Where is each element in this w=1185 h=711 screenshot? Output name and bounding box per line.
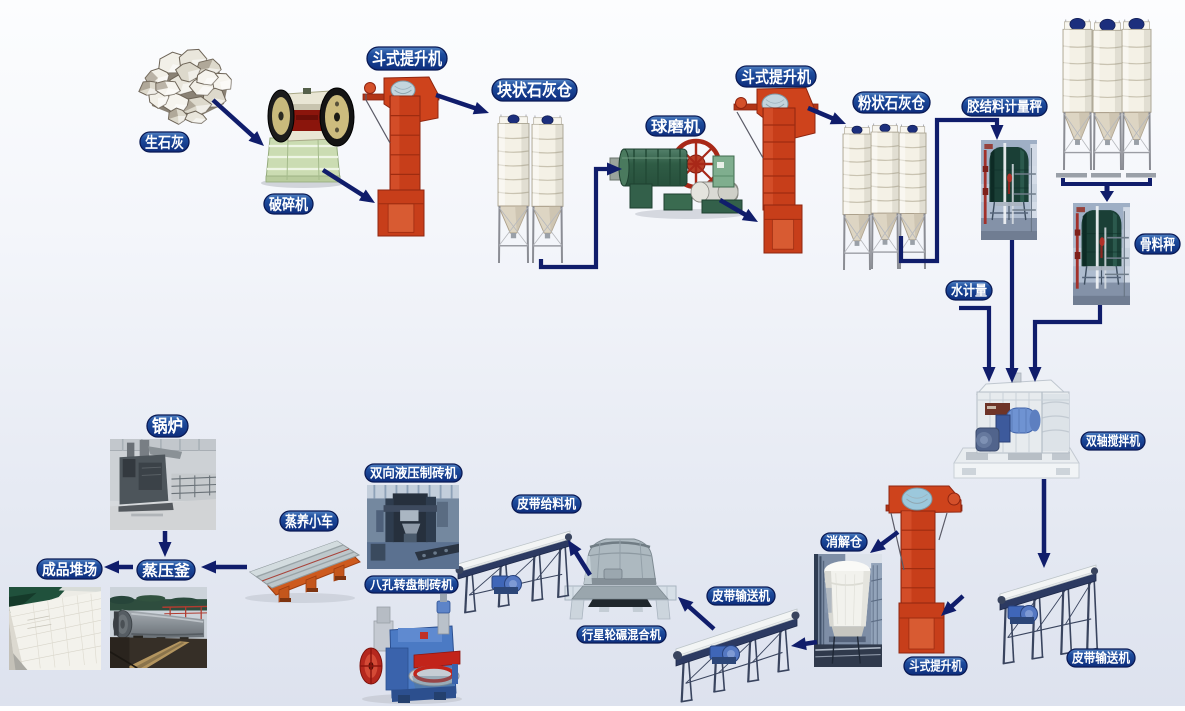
svg-text:蒸压釜: 蒸压釜 — [142, 561, 191, 579]
svg-text:斗式提升机: 斗式提升机 — [372, 49, 442, 69]
svg-text:水计量: 水计量 — [951, 283, 987, 299]
svg-text:生石灰: 生石灰 — [145, 133, 184, 151]
svg-text:粉状石灰仓: 粉状石灰仓 — [858, 93, 926, 112]
svg-text:块状石灰仓: 块状石灰仓 — [497, 80, 573, 100]
svg-text:皮带输送机: 皮带输送机 — [1071, 651, 1130, 666]
svg-text:双向液压制砖机: 双向液压制砖机 — [370, 466, 457, 481]
svg-text:胶结料计量秤: 胶结料计量秤 — [967, 99, 1042, 115]
svg-text:消解仓: 消解仓 — [826, 535, 863, 550]
svg-text:八孔转盘制砖机: 八孔转盘制砖机 — [369, 577, 453, 592]
svg-text:骨料秤: 骨料秤 — [1140, 235, 1175, 253]
svg-text:斗式提升机: 斗式提升机 — [909, 659, 962, 674]
svg-text:成品堆场: 成品堆场 — [42, 560, 97, 578]
svg-text:皮带给料机: 皮带给料机 — [516, 497, 576, 512]
svg-text:锅炉: 锅炉 — [152, 416, 183, 436]
svg-text:双轴搅拌机: 双轴搅拌机 — [1086, 434, 1140, 449]
svg-text:行星轮碾混合机: 行星轮碾混合机 — [581, 627, 661, 642]
svg-text:球磨机: 球磨机 — [651, 117, 700, 135]
svg-text:皮带输送机: 皮带输送机 — [711, 589, 770, 604]
svg-text:蒸养小车: 蒸养小车 — [285, 512, 333, 530]
svg-text:斗式提升机: 斗式提升机 — [741, 67, 811, 86]
svg-text:破碎机: 破碎机 — [269, 195, 308, 213]
